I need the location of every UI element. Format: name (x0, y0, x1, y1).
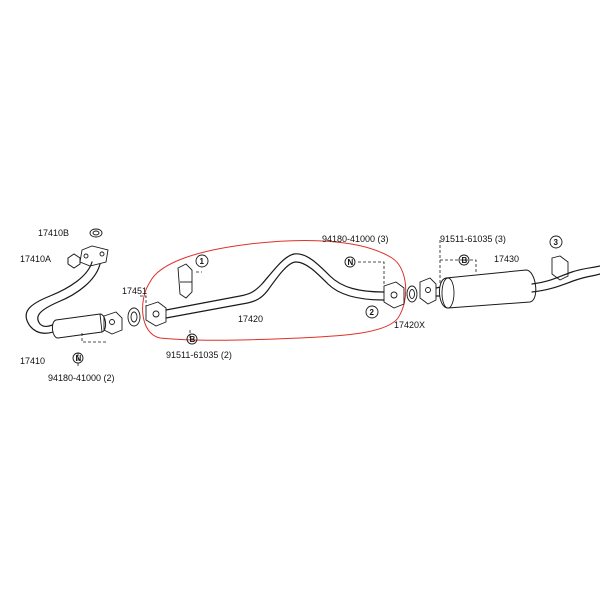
callout-text: 2 (370, 308, 375, 317)
flange-bolt-hole (152, 310, 160, 318)
fastener-code: 94180-41000 (3) (322, 234, 389, 244)
badge-circle (72, 352, 84, 364)
front-resonator-body (51, 313, 107, 339)
callout-text: 3 (554, 238, 559, 247)
label-17451: 17451 (122, 286, 147, 296)
fastener-left-bottom: N 94180-41000 (2) (48, 352, 115, 383)
leader-bolt-right-2 (440, 259, 477, 272)
tailpipe-bottom-edge (531, 273, 600, 293)
flange-bolt-hole (99, 251, 105, 257)
gasket-17410b-hole (92, 230, 100, 236)
gasket-17451-hole (130, 311, 138, 323)
gasket-17420x-hole (409, 289, 415, 299)
leader-nut-left (81, 333, 108, 343)
leader-17451 (140, 295, 147, 306)
fastener-right-top: B 91511-61035 (3) (440, 234, 506, 266)
fastener-mid-bottom: B 91511-61035 (2) (166, 333, 232, 360)
front-pipe-rear-flange (103, 311, 123, 335)
gasket-17410b-shape (89, 228, 103, 238)
gasket-17420x-shape (406, 285, 418, 303)
flange-bolt-hole (83, 253, 89, 259)
flange-bolt-hole (425, 287, 431, 293)
label-17420x: 17420X (394, 320, 425, 330)
fastener-code: 94180-41000 (2) (48, 373, 115, 383)
front-pipe-outer (25, 261, 93, 334)
gasket-17451-shape (127, 307, 141, 327)
highlight-outline (142, 240, 407, 341)
tailpipe-top-edge (531, 265, 600, 285)
label-17410: 17410 (20, 356, 45, 366)
label-17430: 17430 (494, 254, 519, 264)
muffler-front-flange (419, 277, 437, 305)
callout-3: 3 (549, 235, 563, 249)
badge-text: N (348, 258, 354, 267)
badge-circle (344, 256, 356, 268)
center-pipe-top-edge (165, 253, 385, 311)
badge-text: N (76, 354, 82, 363)
label-17410a: 17410A (20, 254, 51, 264)
center-pipe-front-flange (145, 301, 167, 327)
muffler-body (439, 269, 537, 309)
flange-bolt-hole (109, 319, 115, 325)
badge-text: B (190, 335, 196, 344)
fastener-code: 91511-61035 (2) (166, 350, 232, 360)
leader-nut-mid (358, 261, 385, 284)
center-pipe-bottom-edge (165, 261, 385, 319)
muffler-end-cap (441, 277, 455, 309)
label-17410b: 17410B (38, 228, 69, 238)
fastener-code: 91511-61035 (3) (440, 234, 506, 244)
callout-circle (549, 235, 563, 249)
front-pipe-inner (37, 263, 101, 328)
nut-17410a-shape (67, 253, 81, 269)
callout-2: 2 (365, 305, 379, 319)
flange-bolt-hole (390, 291, 398, 299)
badge-text: B (462, 256, 468, 265)
callout-text: 1 (200, 257, 205, 266)
badge-circle (458, 254, 470, 266)
fastener-mid-top: N 94180-41000 (3) (322, 234, 389, 268)
callout-1: 1 (195, 254, 209, 268)
hanger-bracket-1 (177, 263, 193, 299)
center-pipe-rear-flange (383, 281, 405, 309)
resonator-seam (99, 313, 103, 333)
front-pipe-top-flange (79, 245, 109, 267)
callout-circle (365, 305, 379, 319)
hanger-bracket-3 (551, 255, 569, 281)
label-17420: 17420 (238, 314, 263, 324)
callout-circle (195, 254, 209, 268)
badge-circle (186, 333, 198, 345)
